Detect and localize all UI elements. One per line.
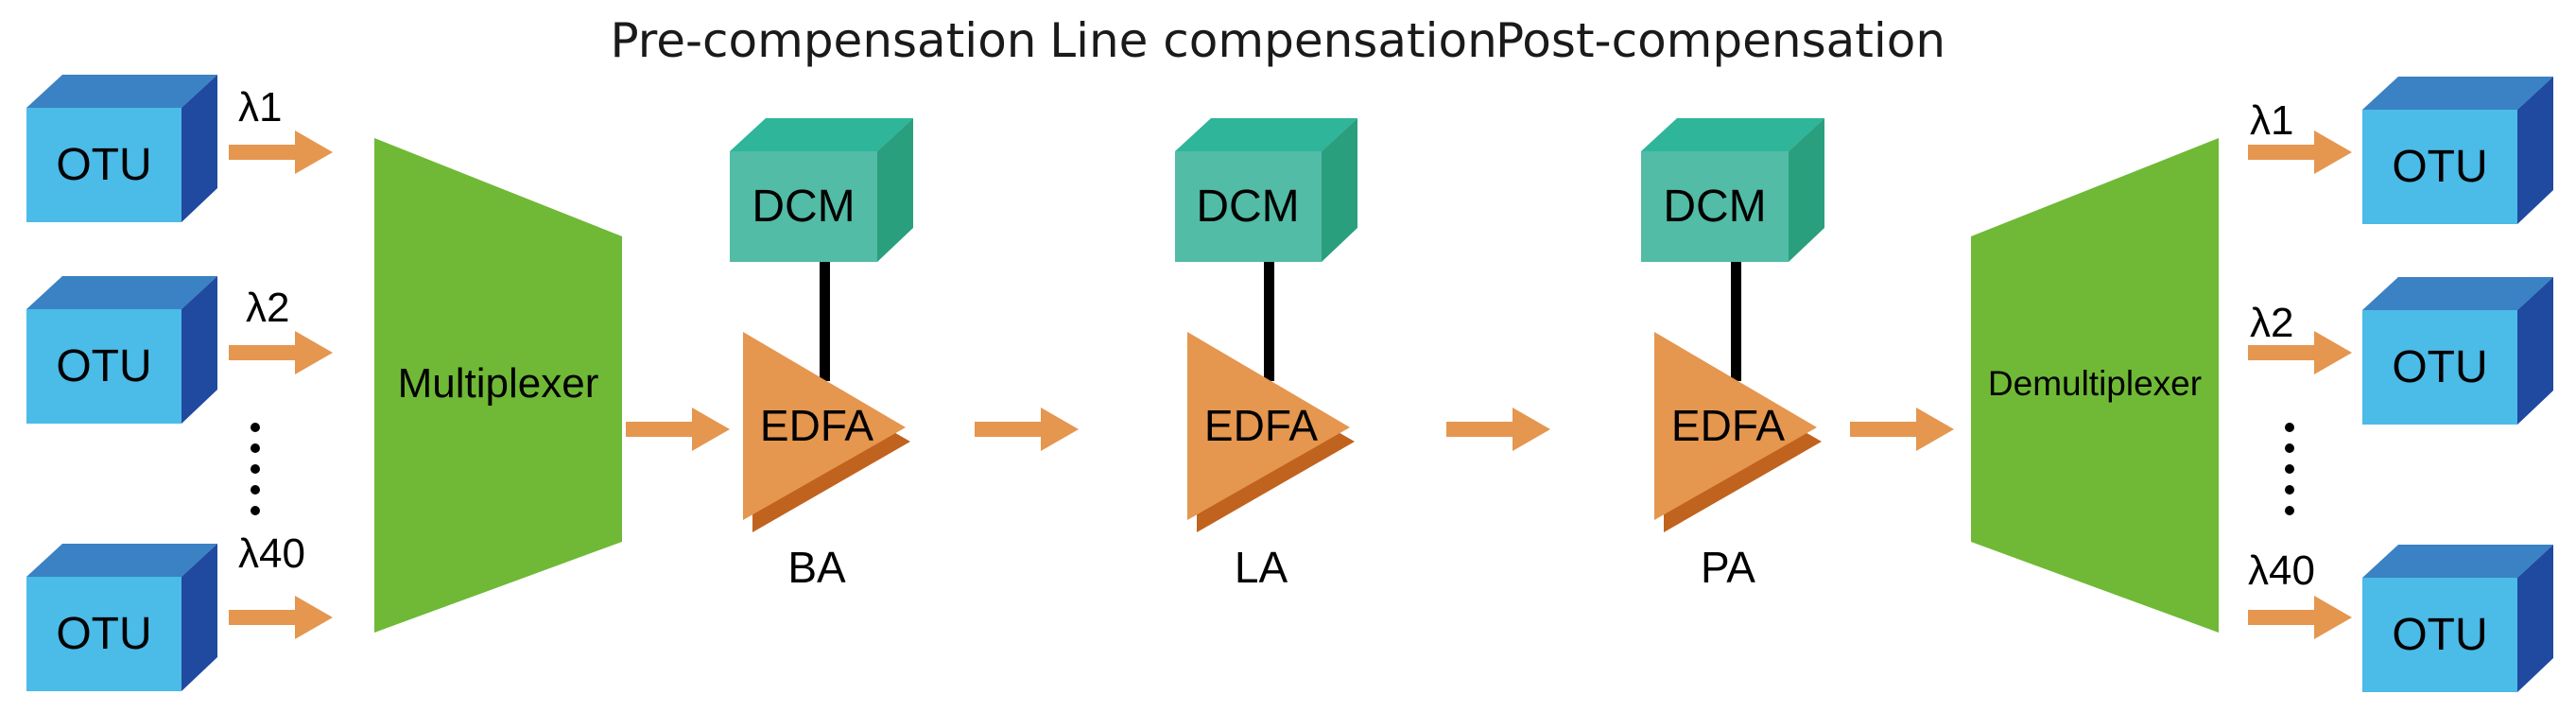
multiplexer-label: Multiplexer: [398, 360, 599, 407]
edfa-ba-label: EDFA: [760, 401, 873, 450]
edfa-pa: EDFA: [1654, 332, 1822, 532]
ellipsis-left: [251, 423, 260, 515]
otu-left-3: OTU: [26, 544, 217, 691]
arrow-demux-to-otu2: [2248, 331, 2352, 374]
otu-left-1: OTU: [26, 75, 217, 222]
otu-right-3-label: OTU: [2392, 610, 2487, 660]
otu-right-2: OTU: [2362, 277, 2553, 425]
stage-ba: DCM EDFA BA: [730, 118, 913, 592]
dcm-pa-label: DCM: [1663, 182, 1766, 232]
stage-la-name: LA: [1235, 543, 1288, 592]
edfa-la-label: EDFA: [1204, 401, 1318, 450]
dcm-ba: DCM: [730, 118, 913, 262]
arrow-la-to-pa: [1446, 408, 1550, 451]
wavelength-right-3: λ40: [2248, 547, 2315, 594]
demultiplexer: Demultiplexer: [1971, 138, 2219, 633]
dcm-ba-label: DCM: [752, 182, 855, 232]
dcm-la-label: DCM: [1196, 182, 1299, 232]
arrow-otu40-to-mux: [229, 596, 333, 639]
dcm-pa: DCM: [1641, 118, 1824, 262]
header-line-compensation: Line compensation: [1049, 13, 1497, 68]
connector-la: [1264, 262, 1274, 381]
otu-left-3-label: OTU: [56, 609, 151, 659]
wavelength-left-2: λ2: [246, 285, 289, 331]
arrow-demux-to-otu40: [2248, 596, 2352, 639]
otu-right-1-label: OTU: [2392, 142, 2487, 192]
dcm-la: DCM: [1175, 118, 1357, 262]
otu-left-2: OTU: [26, 276, 217, 424]
stage-pa: DCM EDFA PA: [1641, 118, 1824, 592]
arrow-ba-to-la: [975, 408, 1079, 451]
edfa-ba: EDFA: [743, 332, 910, 532]
wavelength-left-1: λ1: [238, 84, 282, 130]
otu-right-2-label: OTU: [2392, 342, 2487, 392]
connector-pa: [1731, 262, 1741, 381]
otu-left-1-label: OTU: [56, 140, 151, 190]
demultiplexer-label: Demultiplexer: [1988, 364, 2202, 403]
arrow-pa-to-demux: [1850, 408, 1954, 451]
arrow-otu2-to-mux: [229, 331, 333, 374]
arrow-demux-to-otu1: [2248, 130, 2352, 174]
ellipsis-right: [2285, 423, 2294, 515]
otu-right-1: OTU: [2362, 77, 2553, 224]
header-post-compensation: Post-compensation: [1495, 13, 1945, 68]
stage-la: DCM EDFA LA: [1175, 118, 1357, 592]
arrow-otu1-to-mux: [229, 130, 333, 174]
stage-ba-name: BA: [787, 543, 846, 592]
wavelength-right-1: λ1: [2250, 97, 2293, 144]
edfa-pa-label: EDFA: [1671, 401, 1785, 450]
otu-left-2-label: OTU: [56, 341, 151, 391]
arrow-mux-to-ba: [626, 408, 730, 451]
edfa-la: EDFA: [1187, 332, 1355, 532]
wavelength-right-2: λ2: [2250, 300, 2293, 346]
connector-ba: [820, 262, 830, 381]
multiplexer: Multiplexer: [374, 138, 622, 633]
stage-pa-name: PA: [1701, 543, 1755, 592]
otu-right-3: OTU: [2362, 545, 2553, 692]
wavelength-left-3: λ40: [238, 530, 305, 577]
header-pre-compensation: Pre-compensation: [611, 13, 1037, 68]
